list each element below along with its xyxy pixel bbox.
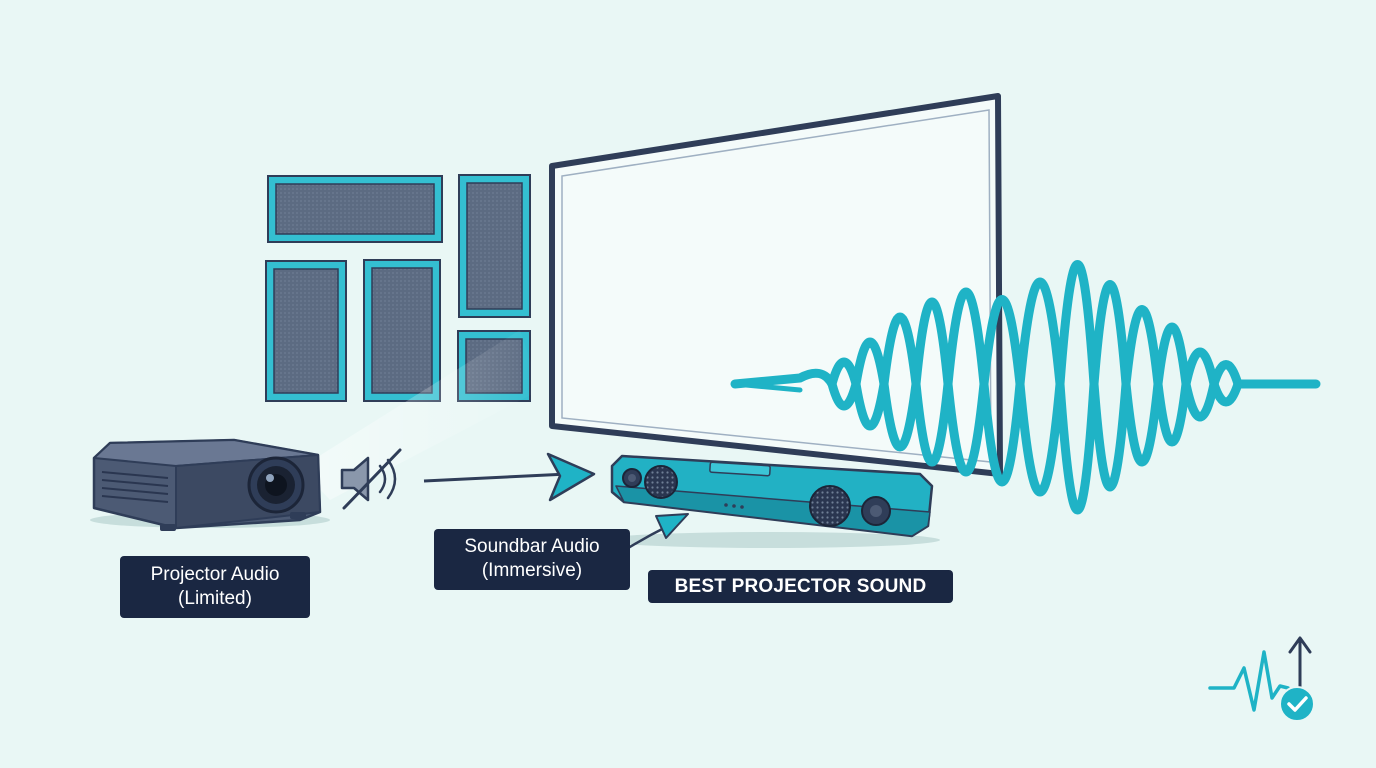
audio-check-icon	[1208, 636, 1315, 722]
projector-audio-label-line1: Projector Audio	[150, 564, 280, 585]
soundbar-audio-label-line2: (Immersive)	[481, 560, 583, 581]
projector-icon	[90, 438, 330, 531]
projector-beam	[300, 330, 540, 500]
arrow-to-soundbar	[423, 452, 596, 502]
screen-icon	[549, 93, 1003, 477]
projector-audio-label-line2: (Limited)	[178, 588, 252, 609]
soundbar-audio-label: Soundbar Audio (Immersive)	[434, 529, 630, 590]
speaker-muted-icon	[340, 448, 402, 510]
acoustic-panel-icon	[265, 174, 531, 402]
projector-audio-label: Projector Audio (Limited)	[120, 556, 310, 618]
sound-wave-icon	[730, 260, 1321, 515]
soundbar-audio-label-line1: Soundbar Audio	[464, 536, 600, 557]
soundbar-icon	[600, 454, 940, 548]
best-projector-sound-label: BEST PROJECTOR SOUND	[648, 570, 953, 603]
